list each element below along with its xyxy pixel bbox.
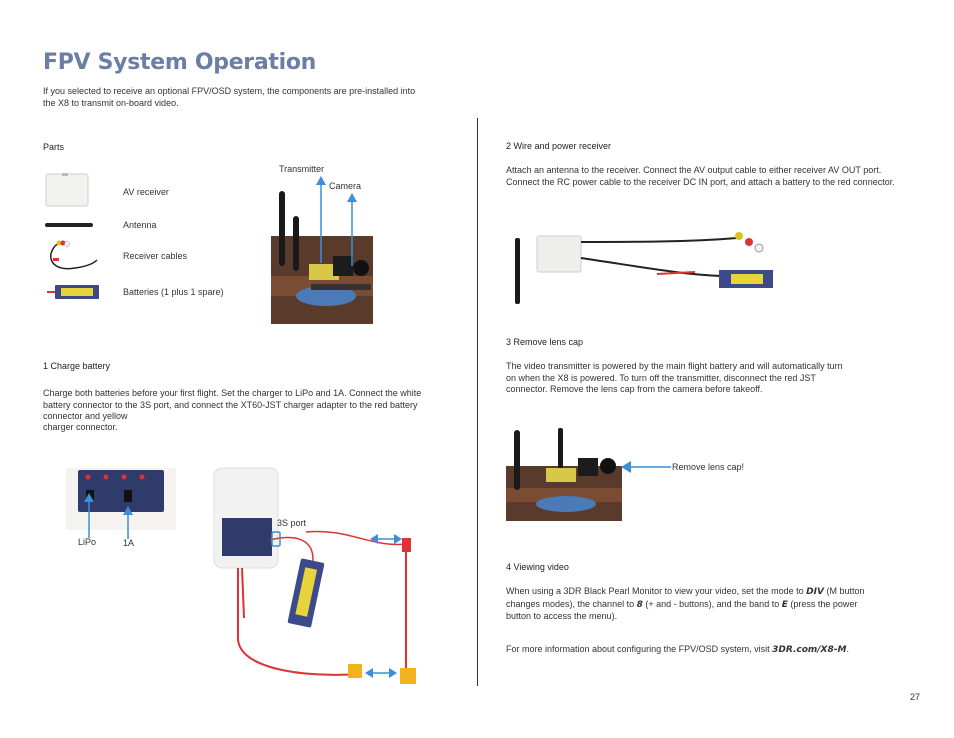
step4-heading: 4 Viewing video	[506, 562, 569, 572]
step1-heading: 1 Charge battery	[43, 361, 111, 371]
charger-closeup-photo	[66, 468, 176, 530]
lens-cap-photo	[506, 428, 622, 521]
step3-body: The video transmitter is powered by the …	[506, 361, 843, 394]
lipo-arrow	[84, 493, 94, 538]
receiver-cables-image	[50, 240, 98, 270]
page-number: 27	[910, 692, 921, 702]
step4-body: When using a 3DR Black Pearl Monitor to …	[506, 586, 865, 621]
one-a-arrow	[123, 506, 133, 539]
charger-assembly-photo	[213, 467, 416, 684]
lens-cap-callout: Remove lens cap!	[672, 462, 745, 472]
band-value: E	[781, 599, 788, 610]
parts-item-batteries: Batteries (1 plus 1 spare)	[123, 287, 224, 297]
parts-item-av-receiver: AV receiver	[123, 187, 169, 197]
step3-heading: 3 Remove lens cap	[506, 337, 584, 347]
port-label: 3S port	[277, 518, 307, 528]
parts-heading: Parts	[43, 142, 65, 152]
camera-label: Camera	[329, 181, 362, 191]
battery-connect-arrow	[370, 534, 402, 544]
adapter-connect-arrow	[365, 668, 397, 678]
step1-body: Charge both batteries before your first …	[43, 388, 422, 421]
more-info-text: For more information about configuring t…	[506, 644, 849, 655]
step1-body-2: charger connector.	[43, 422, 118, 432]
page-title: FPV System Operation	[43, 50, 317, 75]
channel-value: 8	[636, 599, 643, 610]
intro-text: If you selected to receive an optional F…	[43, 86, 416, 108]
one-a-label: 1A	[123, 538, 135, 548]
info-link[interactable]: 3DR.com/X8-M	[772, 645, 847, 655]
mode-value: DIV	[806, 587, 824, 597]
step2-body: Attach an antenna to the receiver. Conne…	[506, 165, 895, 187]
transmitter-arrow	[316, 176, 326, 263]
step2-heading: 2 Wire and power receiver	[506, 141, 612, 151]
transmitter-label: Transmitter	[279, 164, 325, 174]
receiver-wiring-photo	[515, 232, 773, 304]
av-receiver-image	[45, 173, 89, 207]
lipo-label: LiPo	[78, 537, 97, 547]
battery-image	[47, 285, 99, 299]
parts-item-receiver-cables: Receiver cables	[123, 251, 188, 261]
column-divider	[477, 118, 478, 686]
antenna-image	[45, 223, 93, 227]
parts-item-antenna: Antenna	[123, 220, 157, 230]
camera-arrow	[347, 193, 357, 266]
lens-cap-arrow	[621, 461, 671, 473]
x8-transmitter-photo	[271, 191, 373, 324]
port-highlight	[271, 531, 281, 547]
